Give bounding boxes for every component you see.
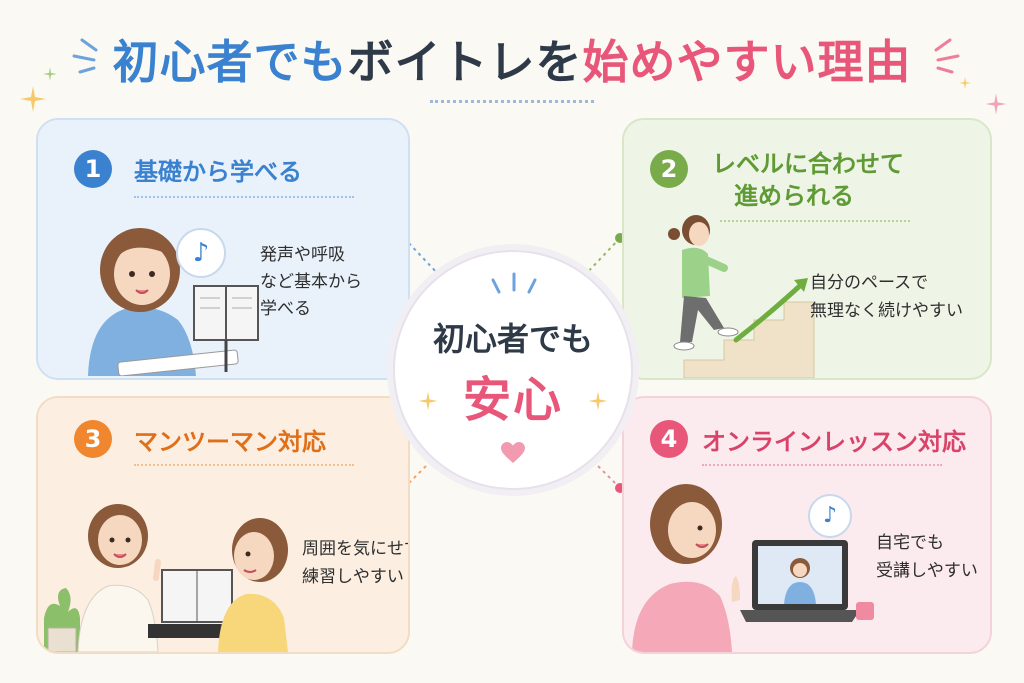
card-heading: オンラインレッスン対応	[702, 428, 966, 456]
card-description-line: 周囲を気にせず	[302, 539, 410, 559]
title-part-3: 始めやすい理由	[582, 35, 912, 89]
title-part-2: ボイトレを	[347, 35, 583, 89]
card-description-line: 学べる	[260, 299, 311, 319]
sparkle-icon	[958, 76, 972, 90]
decor-left-strokes-icon	[72, 38, 98, 74]
card-number-badge: 4	[650, 420, 688, 458]
sparkle-icon	[418, 391, 438, 411]
card-description-line: 自分のペースで	[810, 273, 929, 293]
one-on-one-lesson-illustration-icon	[44, 504, 288, 652]
sparkle-icon	[985, 93, 1007, 115]
music-note-icon: ♪	[808, 494, 852, 538]
center-subtitle: 初心者でも	[432, 320, 593, 358]
card-heading: 進められる	[734, 182, 854, 210]
student-singing-illustration-icon	[88, 228, 259, 376]
card-description-line: 発声や呼吸	[260, 245, 345, 265]
card-heading-underline	[720, 220, 910, 222]
reason-card-4: 4 オンラインレッスン対応 ♪ 自宅でも 受講しやすい	[622, 396, 992, 654]
card-description-line: 無理なく続けやすい	[810, 301, 963, 321]
stair-climbing-illustration-icon	[668, 215, 815, 378]
heart-icon	[501, 442, 525, 463]
card-heading-underline	[702, 464, 942, 466]
decor-right-strokes-icon	[934, 38, 960, 74]
card-number-badge: 2	[650, 150, 688, 188]
sparkle-icon	[588, 391, 608, 411]
page-title: 初心者でもボイトレを始めやすい理由	[0, 26, 1024, 92]
card-description-line: など基本から	[260, 272, 362, 292]
card-number-badge: 1	[74, 150, 112, 188]
card-number-badge: 3	[74, 420, 112, 458]
sparkle-icon	[43, 67, 57, 81]
card-heading: マンツーマン対応	[134, 428, 326, 456]
burst-lines-icon	[491, 272, 537, 294]
card-heading: レベルに合わせて	[712, 150, 904, 178]
center-highlight: 安心	[462, 372, 563, 428]
reason-card-2: 2 レベルに合わせて 進められる 自分のペースで 無理なく続けやすい	[622, 118, 992, 380]
card-description-line: 受講しやすい	[876, 561, 978, 581]
title-underline	[430, 100, 594, 103]
title-part-1: 初心者でも	[112, 35, 348, 89]
reason-card-3: 3 マンツーマン対応 周囲を気にせず 練習しやすい	[36, 396, 410, 654]
card-heading-underline	[134, 196, 354, 198]
card-description-line: 練習しやすい	[302, 567, 404, 587]
sparkle-icon	[20, 86, 46, 112]
card-description-line: 自宅でも	[876, 533, 944, 553]
card-heading: 基礎から学べる	[134, 158, 302, 186]
card-heading-underline	[134, 464, 354, 466]
music-note-icon: ♪	[176, 228, 226, 278]
online-lesson-illustration-icon	[632, 484, 874, 652]
reason-card-1: 1 基礎から学べる ♪ 発声や呼吸 など基本から 学べる	[36, 118, 410, 380]
center-message: 初心者でも 安心	[393, 250, 633, 490]
